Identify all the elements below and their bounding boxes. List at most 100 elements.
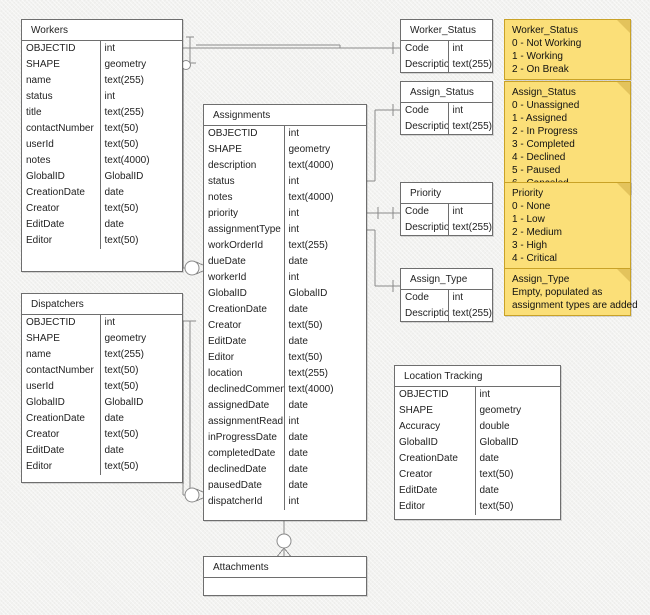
field-type: text(255)	[288, 240, 328, 251]
field-name: dueDate	[204, 254, 285, 270]
field-name: Code	[401, 204, 449, 220]
field-type: int	[479, 389, 491, 400]
field-name: completedDate	[204, 446, 285, 462]
field-type: int	[452, 43, 464, 54]
entity-title-worker-status: Worker_Status	[401, 20, 492, 41]
field-name: priority	[204, 206, 285, 222]
field-name: workerId	[204, 270, 285, 286]
field-name: Accuracy	[395, 419, 476, 435]
field-name: pausedDate	[204, 478, 285, 494]
note-title: Worker_Status	[512, 25, 578, 36]
note-line: 2 - On Break	[512, 64, 569, 75]
note-line: 4 - Critical	[512, 253, 558, 264]
field-type: geometry	[104, 333, 147, 344]
field-type: GlobalID	[479, 437, 519, 448]
field-type: date	[288, 304, 308, 315]
field-type: text(255)	[452, 121, 492, 132]
field-row: Descriptiontext(255)	[401, 220, 492, 236]
field-name: CreationDate	[22, 411, 101, 427]
field-table-assign-status: CodeintDescriptiontext(255)	[401, 103, 492, 135]
field-type: int	[452, 105, 464, 116]
field-name: EditDate	[204, 334, 285, 350]
entity-title-attachments: Attachments	[204, 557, 366, 578]
entity-worker-status[interactable]: Worker_Status CodeintDescriptiontext(255…	[400, 19, 493, 73]
field-type: text(50)	[104, 429, 139, 440]
field-name: Creator	[395, 467, 476, 483]
field-type: text(50)	[104, 235, 139, 246]
note-line: 4 - Declined	[512, 152, 566, 163]
field-type: date	[479, 485, 499, 496]
field-type: date	[288, 400, 308, 411]
entity-assign-type[interactable]: Assign_Type CodeintDescriptiontext(255)	[400, 268, 493, 322]
field-name: CreationDate	[22, 185, 101, 201]
note-title: Priority	[512, 188, 544, 199]
field-name: name	[22, 73, 101, 89]
field-name: Editor	[395, 499, 476, 515]
field-type: text(50)	[104, 381, 139, 392]
entity-assign-status[interactable]: Assign_Status CodeintDescriptiontext(255…	[400, 81, 493, 135]
field-name: inProgressDate	[204, 430, 285, 446]
field-name: userId	[22, 379, 101, 395]
field-name: SHAPE	[22, 57, 101, 73]
note-line: 1 - Working	[512, 51, 563, 62]
field-type: date	[288, 256, 308, 267]
note-line: 1 - Assigned	[512, 113, 568, 124]
field-type: date	[288, 480, 308, 491]
entity-attachments[interactable]: Attachments	[203, 556, 367, 596]
field-name: contactNumber	[22, 121, 101, 137]
field-name: declinedComment	[204, 382, 285, 398]
field-name: OBJECTID	[395, 387, 476, 403]
field-type: int	[452, 292, 464, 303]
field-name: assignmentType	[204, 222, 285, 238]
field-name: EditDate	[395, 483, 476, 499]
entity-title-assign-status: Assign_Status	[401, 82, 492, 103]
note-line: Empty, populated as	[512, 287, 603, 298]
field-name: OBJECTID	[204, 126, 285, 142]
field-type: text(50)	[479, 469, 514, 480]
note-worker-status[interactable]: Worker_Status 0 - Not Working 1 - Working…	[504, 19, 631, 80]
entity-priority[interactable]: Priority CodeintDescriptiontext(255)	[400, 182, 493, 236]
field-name: contactNumber	[22, 363, 101, 379]
entity-title-dispatchers: Dispatchers	[22, 294, 182, 315]
field-name: status	[22, 89, 101, 105]
field-type: text(50)	[104, 365, 139, 376]
field-name: Code	[401, 103, 449, 119]
field-name: Creator	[22, 201, 101, 217]
entity-title-workers: Workers	[22, 20, 182, 41]
field-type: int	[288, 128, 300, 139]
note-line: 0 - Not Working	[512, 38, 582, 49]
field-type: int	[288, 496, 300, 507]
field-name: notes	[204, 190, 285, 206]
